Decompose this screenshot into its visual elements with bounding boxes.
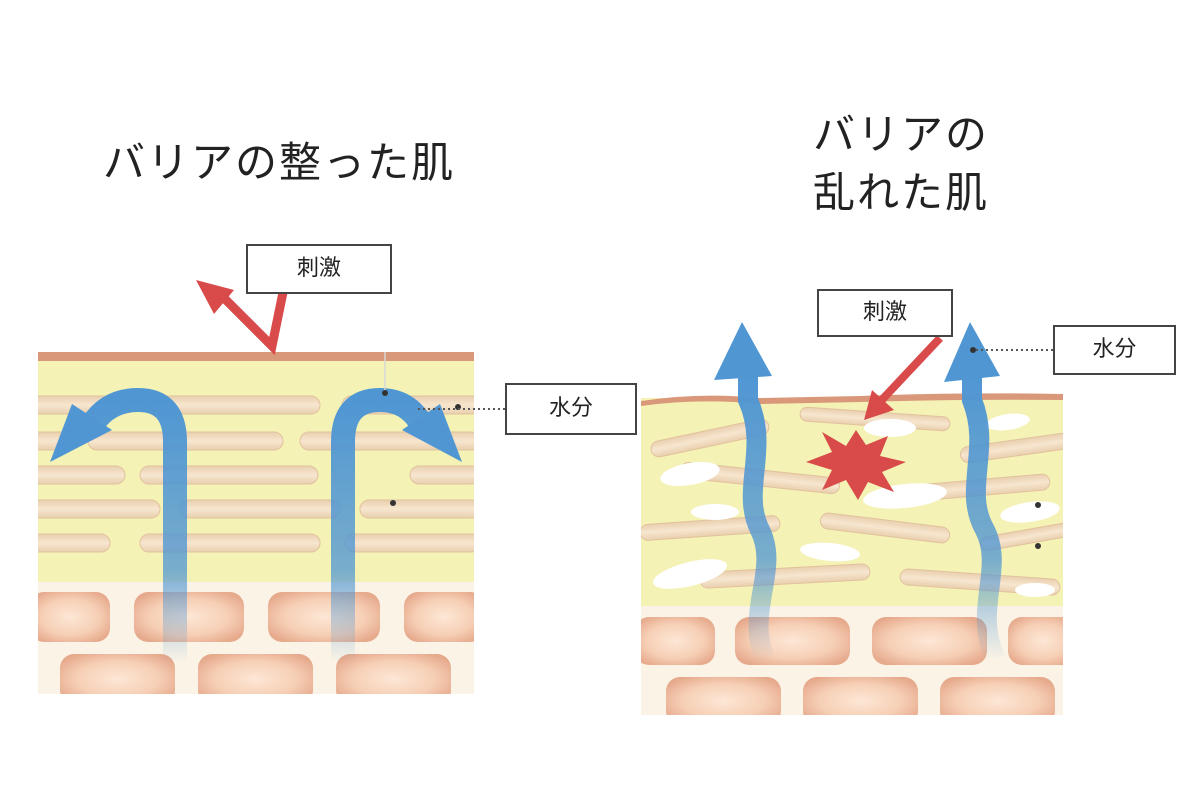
barrier-gaps (653, 413, 1060, 597)
granular-cell (60, 654, 175, 694)
stimulus-arrow-reflected (196, 267, 293, 356)
healthy-skin-section (38, 352, 474, 694)
skin-surface (641, 393, 1063, 406)
moisture-arrowhead-right (402, 404, 462, 462)
granular-cell (1008, 617, 1063, 665)
gap (800, 542, 860, 562)
stimulus-label-right: 刺激 (817, 289, 953, 337)
moisture-label-right: 水分 (1053, 325, 1176, 375)
moisture-arrowhead-left (50, 404, 112, 462)
gap (1015, 583, 1055, 597)
corneocyte (819, 512, 951, 544)
moisture-arrow-escaping-right (962, 374, 1006, 665)
stimulus-arrow-penetrating (864, 335, 943, 420)
gap (864, 419, 916, 437)
moisture-arrow-left (81, 387, 187, 662)
granular-cell (336, 654, 451, 694)
marker-dot (970, 347, 976, 353)
gap (1000, 501, 1060, 523)
marker-dot (390, 500, 396, 506)
corneocyte (38, 465, 126, 485)
granular-cell (872, 617, 987, 665)
marker-dot (382, 390, 388, 396)
moisture-arrow-right (331, 387, 433, 662)
gap (863, 483, 947, 509)
gap (653, 559, 727, 589)
granular-cell (666, 677, 781, 715)
moisture-arrow-escaping-left (738, 372, 777, 664)
gap (986, 413, 1030, 431)
healthy-skin-title: バリアの整った肌 (103, 138, 456, 187)
corneocyte (409, 465, 474, 485)
granular-cell (38, 592, 110, 642)
granular-cell (404, 592, 474, 642)
damaged-skin-title: バリアの 乱れた肌 (813, 106, 989, 222)
gap (660, 461, 720, 487)
damaged-skin-title-line-1: バリアの (813, 110, 990, 159)
granular-cell (803, 677, 918, 715)
stimulus-label-left: 刺激 (246, 244, 392, 294)
corneocyte (38, 499, 161, 519)
granular-cell (134, 592, 244, 642)
skin-surface (38, 352, 474, 361)
corneocyte (179, 499, 341, 519)
granular-cell (641, 617, 715, 665)
marker-dot (1035, 502, 1041, 508)
moisture-label-left: 水分 (505, 383, 637, 435)
corneocyte (344, 533, 474, 553)
damaged-skin-section (641, 393, 1063, 715)
damaged-skin-title-line-2: 乱れた肌 (813, 168, 990, 217)
corneocyte (650, 418, 770, 458)
corneocyte (38, 533, 111, 553)
granular-cell (940, 677, 1055, 715)
moisture-arrowhead-escaping-left (714, 322, 772, 380)
marker-dot (1035, 543, 1041, 549)
irritation-burst (806, 430, 906, 500)
corneocyte (359, 499, 474, 519)
corneocyte (641, 515, 781, 541)
granular-cell (268, 592, 380, 642)
gap (691, 504, 739, 520)
granular-cell (198, 654, 313, 694)
